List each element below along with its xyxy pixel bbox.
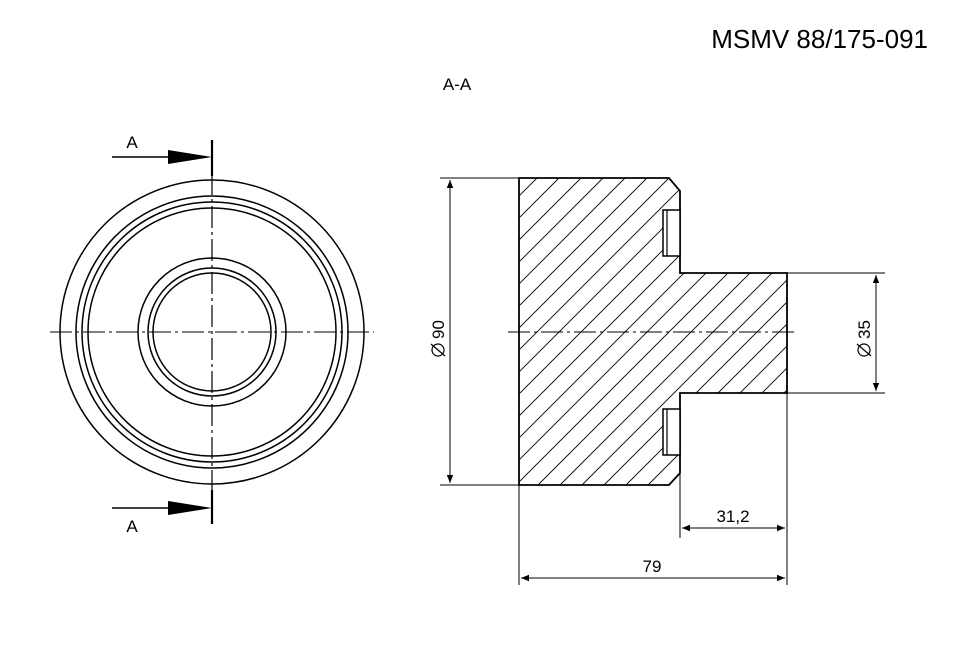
- dimension-shaft-diameter: 35: [787, 272, 885, 394]
- diameter-symbol-icon: [431, 343, 445, 357]
- dimension-shaft-diameter-value: 35: [855, 320, 874, 339]
- groove-slot-upper: [662, 209, 681, 257]
- cut-marker-bottom: A: [126, 517, 138, 536]
- drawing-title: MSMV 88/175-091: [711, 24, 928, 54]
- cut-marker-top: A: [126, 133, 138, 152]
- section-hatching: [519, 178, 787, 485]
- dimension-outer-diameter-value: 90: [429, 320, 448, 339]
- dimension-overall-length-value: 79: [643, 557, 662, 576]
- section-arrow-icon: [112, 501, 212, 515]
- dimension-shaft-length: 31,2: [679, 393, 788, 585]
- section-arrow-icon: [112, 150, 212, 164]
- diameter-symbol-icon: [857, 343, 871, 357]
- section-view: [508, 177, 798, 486]
- dimension-outer-diameter: 90: [429, 177, 519, 486]
- dimension-shaft-length-value: 31,2: [716, 507, 749, 526]
- groove-slot-lower: [662, 408, 681, 456]
- dimension-overall-length: 79: [518, 485, 785, 585]
- section-label: A-A: [443, 75, 472, 94]
- front-view: A A: [50, 133, 374, 536]
